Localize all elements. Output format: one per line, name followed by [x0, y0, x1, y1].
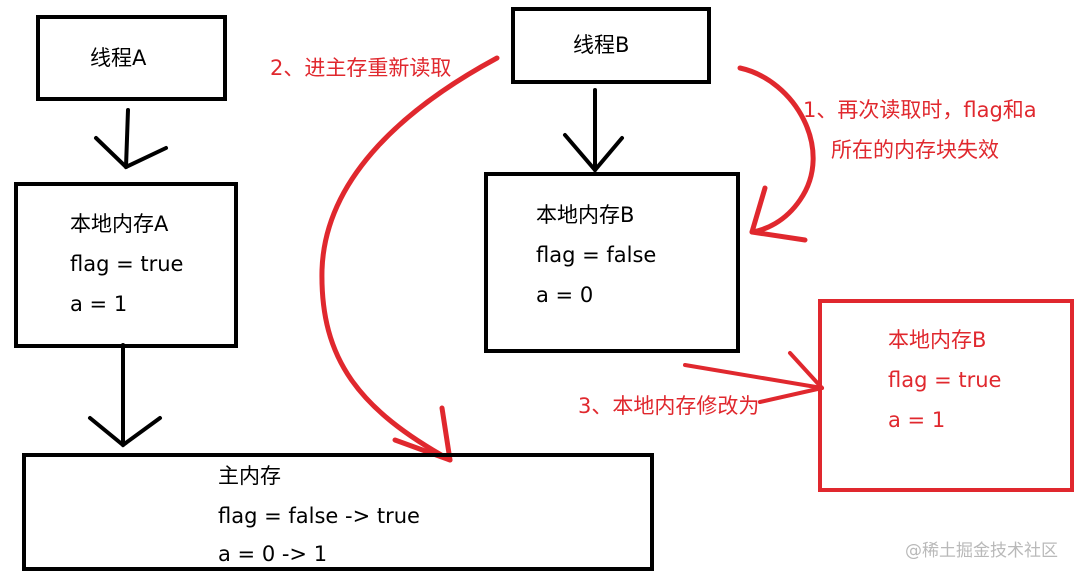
local-memory-b-updated-box: [818, 299, 1074, 492]
arrow-thread-b-to-local-b: [563, 88, 624, 174]
local-memory-b-box: [484, 172, 740, 353]
main-memory-a: a = 0 -> 1: [218, 542, 328, 566]
annotation-step3: 3、本地内存修改为: [578, 394, 760, 418]
arrow-thread-a-to-local-a: [94, 108, 168, 170]
main-memory-box: [22, 453, 654, 571]
thread-b-box: [511, 7, 711, 84]
local-memory-a-flag: flag = true: [70, 252, 184, 276]
thread-a-label: 线程A: [90, 46, 147, 70]
local-memory-b-title: 本地内存B: [536, 203, 635, 227]
local-memory-a-a: a = 1: [70, 292, 128, 316]
thread-a-box: [36, 15, 227, 101]
arrow-local-a-to-main: [88, 343, 162, 448]
local-memory-b-updated-a: a = 1: [888, 408, 946, 432]
thread-b-label: 线程B: [573, 33, 630, 57]
watermark-text: @稀土掘金技术社区: [905, 541, 1058, 561]
arrow-step3-update: [683, 351, 824, 404]
local-memory-b-updated-title: 本地内存B: [888, 328, 987, 352]
local-memory-b-updated-flag: flag = true: [888, 368, 1002, 392]
annotation-step2: 2、进主存重新读取: [270, 56, 452, 80]
arrow-step1-invalidate: [737, 65, 816, 243]
local-memory-a-box: [14, 182, 238, 348]
main-memory-title: 主内存: [218, 464, 281, 488]
local-memory-b-flag: flag = false: [536, 243, 657, 267]
local-memory-b-a: a = 0: [536, 283, 594, 307]
main-memory-flag: flag = false -> true: [218, 504, 420, 528]
local-memory-a-title: 本地内存A: [70, 212, 169, 236]
annotation-step1-line1: 1、再次读取时，flag和a: [803, 98, 1037, 122]
arrow-step2-reread: [319, 55, 500, 463]
annotation-step1-line2: 所在的内存块失效: [831, 138, 999, 162]
